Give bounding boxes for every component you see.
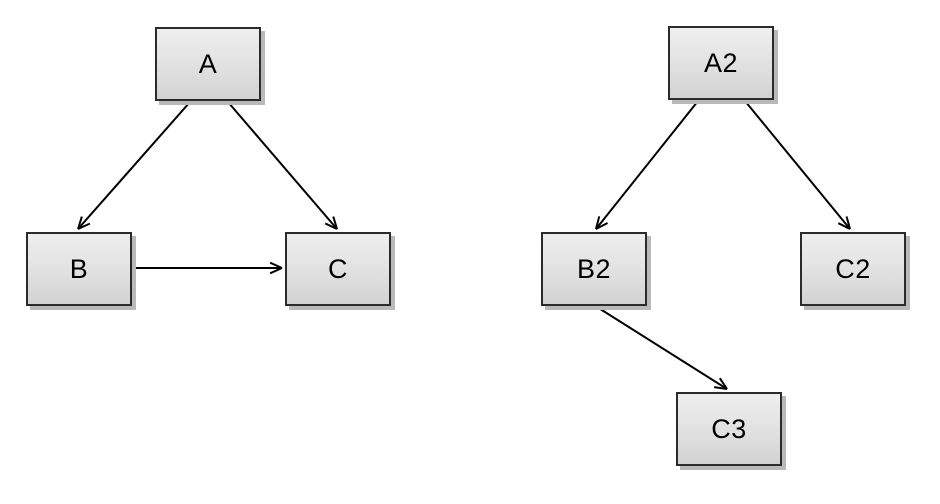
- edge-line: [77, 101, 191, 230]
- node-c[interactable]: C: [285, 232, 391, 306]
- edge-line: [595, 100, 699, 230]
- node-b[interactable]: B: [26, 232, 132, 306]
- arrowhead-barb-icon: [713, 386, 728, 390]
- arrowhead-barb-icon: [332, 216, 338, 230]
- edge-b-c[interactable]: [134, 261, 283, 275]
- arrowhead-barb-icon: [837, 222, 851, 230]
- node-label: B: [69, 253, 89, 284]
- arrowhead-barb-icon: [595, 216, 601, 230]
- node-label: A: [198, 48, 218, 79]
- arrowhead-barb-icon: [845, 216, 851, 230]
- edge-a-b[interactable]: [77, 101, 191, 230]
- node-b2[interactable]: B2: [541, 232, 647, 306]
- node-label: A2: [703, 47, 739, 78]
- edge-a2-c2[interactable]: [744, 100, 851, 230]
- node-a[interactable]: A: [155, 27, 261, 101]
- node-c2[interactable]: C2: [800, 232, 906, 306]
- node-label: C: [328, 253, 348, 284]
- edge-line: [227, 101, 338, 230]
- arrowhead-barb-icon: [324, 222, 338, 230]
- edge-b2-c3[interactable]: [596, 306, 728, 390]
- arrowhead-barb-icon: [595, 222, 609, 230]
- edge-a2-b2[interactable]: [595, 100, 699, 230]
- edge-line: [744, 100, 851, 230]
- node-a2[interactable]: A2: [668, 26, 774, 100]
- node-c3[interactable]: C3: [676, 392, 782, 466]
- edge-a-c[interactable]: [227, 101, 338, 230]
- arrowhead-barb-icon: [269, 261, 283, 269]
- node-label: B2: [576, 253, 612, 284]
- arrowhead-barb-icon: [269, 267, 283, 275]
- arrowhead-barb-icon: [77, 222, 91, 230]
- arrowhead-barb-icon: [77, 216, 83, 230]
- edge-line: [596, 306, 728, 390]
- arrowhead-barb-icon: [718, 377, 728, 390]
- node-label: C2: [835, 253, 871, 284]
- node-label: C3: [711, 413, 747, 444]
